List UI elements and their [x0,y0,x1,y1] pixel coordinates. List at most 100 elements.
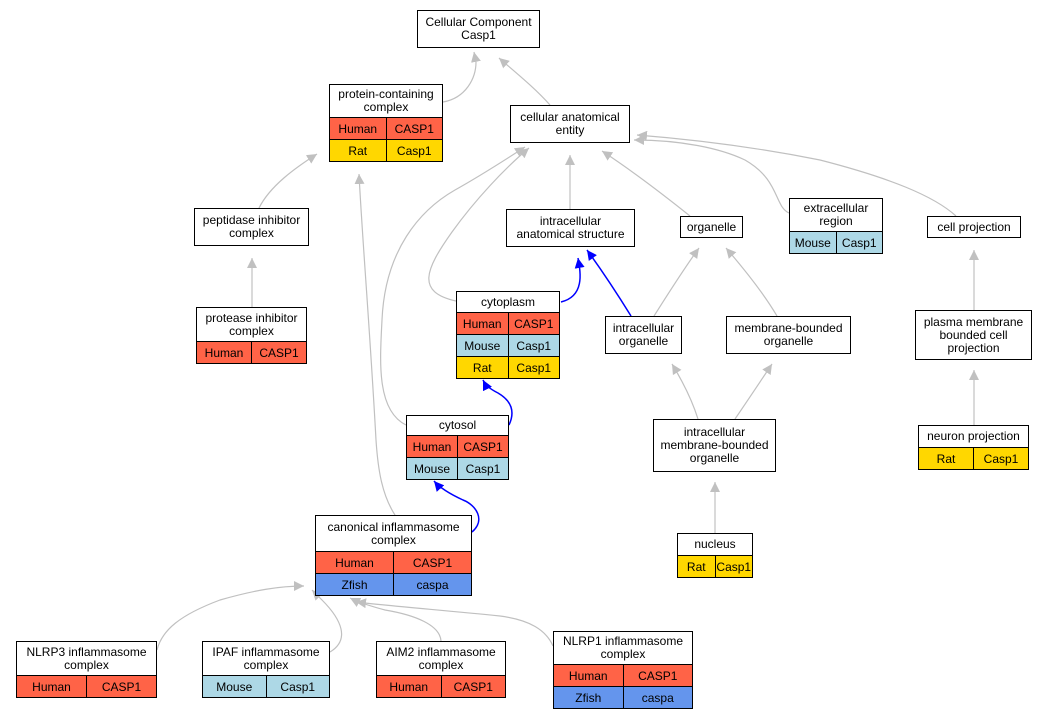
node-intracellular-anatomical-structure[interactable]: intracellular anatomical structure [506,209,635,247]
gene-label: CASP1 [86,676,156,697]
gene-label: CASP1 [385,118,443,139]
node-peptidase-inhibitor-complex[interactable]: peptidase inhibitor complex [194,208,309,246]
gene-label: Casp1 [507,357,560,378]
node-membrane-bounded-organelle[interactable]: membrane-bounded organelle [726,316,851,354]
node-title: extracellular region [803,201,869,228]
node-title: intracellular membrane-bounded organelle [660,425,769,465]
node-title: protein-containing complex [338,87,434,114]
edge-organelle-to-cellular-anatomical-entity [601,150,691,217]
species-label: Human [389,679,429,694]
node-title: neuron projection [927,429,1020,443]
edge-membrane-bounded-organelle-to-organelle [725,247,778,317]
species-label: Mouse [794,235,831,250]
edge-intracellular-membrane-bounded-organelle-to-intracellular-organelle [671,363,699,420]
species-label: Human [412,439,452,454]
node-title: NLRP1 inflammasome complex [562,634,684,661]
edge-intracellular-organelle-to-organelle [653,247,700,317]
node-title: cytosol [438,418,477,432]
node-plasma-membrane-bounded-cell-projection[interactable]: plasma membrane bounded cell projection [915,310,1032,360]
edge-cellular-anatomical-entity-to-cellular-component [498,57,551,106]
ortholog-row-mouse: Mouse Casp1 [457,334,559,356]
gene-label: Casp1 [835,232,883,253]
ortholog-row-human: Human CASP1 [457,312,559,334]
edge-cell-projection-to-cellular-anatomical-entity [636,130,957,217]
edge-canonical-inflammasome-complex-to-cytosol [433,480,480,533]
ortholog-row-human: Human CASP1 [17,675,156,697]
species-label: Rat [348,143,368,158]
gene-label: caspa [622,687,693,708]
species-label: Human [32,679,71,694]
edge-cytosol-to-cytoplasm [482,379,513,426]
gene-label: Casp1 [714,556,753,577]
node-title: nucleus [694,537,736,551]
node-title: organelle [686,219,737,234]
node-title: canonical inflammasome complex [327,519,460,547]
gene-label: CASP1 [393,552,471,573]
ortholog-row-zfish: Zfish caspa [554,686,692,708]
gene-label: caspa [393,574,471,595]
species-label: Human [335,555,374,570]
edge-cytoplasm-to-cellular-anatomical-entity [428,147,530,302]
edge-peptidase-inhibitor-complex-to-protein-containing-complex [258,153,318,209]
species-label: Human [204,345,244,360]
node-organelle[interactable]: organelle [680,216,743,238]
node-cellular-component[interactable]: Cellular Component Casp1 [417,10,540,48]
species-label: Human [462,316,502,331]
species-label: Human [338,121,378,136]
edge-aim2-inflammasome-complex-to-canonical-inflammasome-complex [349,597,442,642]
node-intracellular-membrane-bounded-organelle[interactable]: intracellular membrane-bounded organelle [653,419,776,472]
ortholog-row-rat: Rat Casp1 [678,555,752,577]
ortholog-row-zfish: Zfish caspa [316,573,471,595]
node-title: membrane-bounded organelle [734,321,843,348]
node-title: AIM2 inflammasome complex [386,644,496,672]
ortholog-row-mouse: Mouse Casp1 [790,231,882,253]
edge-nlrp1-inflammasome-complex-to-canonical-inflammasome-complex [355,598,554,647]
node-intracellular-organelle[interactable]: intracellular organelle [605,316,682,354]
species-label: Human [568,668,608,683]
edge-intracellular-membrane-bounded-organelle-to-membrane-bounded-organelle [734,363,773,420]
ortholog-row-human: Human CASP1 [554,664,692,686]
node-cell-projection[interactable]: cell projection [927,216,1021,238]
gene-label: CASP1 [507,313,560,334]
node-title: cellular anatomical entity [520,110,620,137]
gene-label: Casp1 [973,448,1028,469]
edge-nlrp3-inflammasome-complex-to-canonical-inflammasome-complex [156,581,305,651]
species-label: Zfish [575,690,602,705]
node-cellular-anatomical-entity[interactable]: cellular anatomical entity [510,105,630,143]
ortholog-row-rat: Rat Casp1 [330,139,442,161]
species-label: Zfish [341,577,368,592]
edge-protein-containing-complex-to-cellular-component [442,51,481,103]
gene-label: Casp1 [457,458,508,479]
gene-label: Casp1 [385,140,443,161]
gene-label: Casp1 [507,335,560,356]
gene-label: Casp1 [265,676,330,697]
edge-canonical-inflammasome-complex-to-protein-containing-complex [354,173,396,516]
edge-intracellular-organelle-to-intracellular-anatomical-structure [586,249,632,317]
ortholog-row-human: Human CASP1 [330,117,442,139]
edge-cytoplasm-to-intracellular-anatomical-structure [560,257,585,303]
node-title: IPAF inflammasome complex [212,644,320,672]
species-label: Rat [686,559,706,574]
gene-label: CASP1 [622,665,693,686]
gene-label: CASP1 [440,676,506,697]
species-label: Mouse [464,338,501,353]
ortholog-row-human: Human CASP1 [316,551,471,573]
node-title: cytoplasm [480,294,536,309]
